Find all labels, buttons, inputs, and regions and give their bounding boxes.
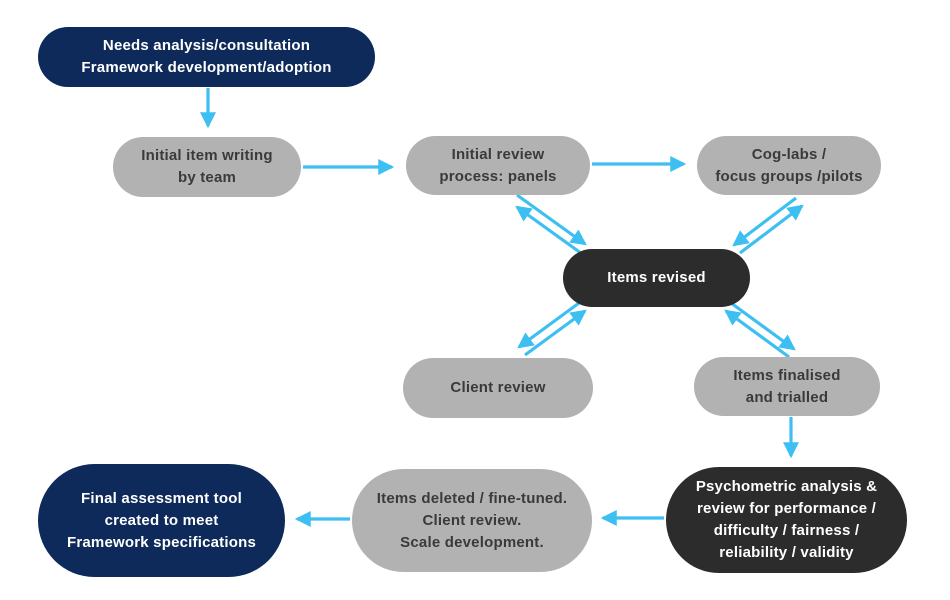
node-text-line: Items deleted / fine-tuned. bbox=[376, 489, 568, 507]
node-text-line: Psychometric analysis & bbox=[695, 478, 878, 495]
node-text-line: focus groups /pilots bbox=[715, 167, 863, 185]
node-text-line: Initial review bbox=[451, 145, 545, 163]
node-items-finalised: Items finalised and trialled bbox=[694, 357, 880, 416]
node-text-line: review for performance / bbox=[696, 500, 877, 517]
node-text-line: Framework specifications bbox=[66, 533, 257, 551]
node-items-revised: Items revised bbox=[563, 249, 750, 307]
double-arrow-items-finalised-items-revised bbox=[724, 301, 796, 359]
node-text-line: Initial item writing bbox=[141, 147, 273, 164]
node-text-line: Client review. bbox=[422, 511, 522, 529]
node-text-line: Client review bbox=[450, 379, 546, 396]
node-needs-analysis: Needs analysis/consultation Framework de… bbox=[38, 27, 375, 87]
node-text-line: Scale development. bbox=[400, 533, 544, 551]
node-text-line: Framework development/adoption bbox=[81, 59, 332, 76]
node-items-deleted: Items deleted / fine-tuned. Client revie… bbox=[352, 469, 592, 572]
node-text-line: by team bbox=[177, 169, 237, 186]
node-text-line: Final assessment tool bbox=[81, 489, 242, 507]
node-text-line: Items revised bbox=[607, 269, 706, 286]
node-client-review: Client review bbox=[403, 358, 593, 418]
node-text-line: Needs analysis/consultation bbox=[102, 37, 311, 54]
node-text-line: Items finalised bbox=[733, 366, 841, 384]
double-arrow-initial-review-items-revised bbox=[515, 193, 587, 258]
node-final-assessment-tool: Final assessment tool created to meet Fr… bbox=[38, 464, 285, 577]
node-text-line: created to meet bbox=[104, 511, 219, 529]
node-text-line: and trialled bbox=[745, 388, 829, 406]
node-cog-labs: Cog-labs / focus groups /pilots bbox=[697, 136, 881, 195]
node-initial-item-writing: Initial item writing by team bbox=[113, 137, 301, 197]
node-text-line: Cog-labs / bbox=[751, 145, 827, 163]
double-arrow-cog-labs-items-revised bbox=[732, 196, 804, 255]
node-text-line: difficulty / fairness / bbox=[713, 522, 860, 539]
node-initial-review: Initial review process: panels bbox=[406, 136, 590, 195]
node-text-line: reliability / validity bbox=[719, 544, 854, 561]
double-arrow-client-review-items-revised bbox=[517, 301, 587, 357]
node-psychometric-analysis: Psychometric analysis & review for perfo… bbox=[666, 467, 907, 573]
node-text-line: process: panels bbox=[439, 167, 557, 185]
